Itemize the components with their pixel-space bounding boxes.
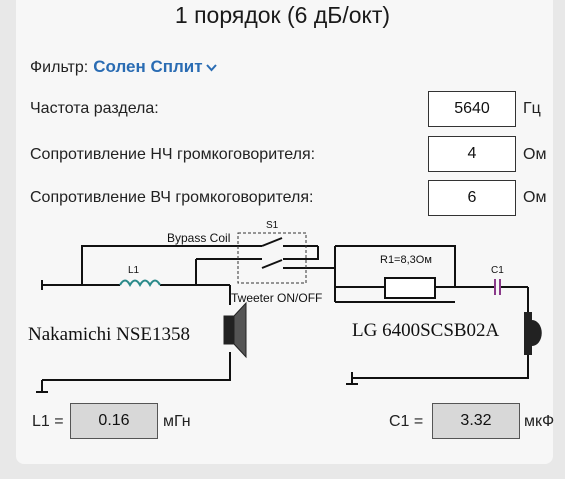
woofer-impedance-unit: Ом xyxy=(523,146,547,163)
crossover-frequency-label: Частота раздела: xyxy=(30,100,159,117)
switch-label: S1 xyxy=(266,220,279,231)
crossover-frequency-unit: Гц xyxy=(523,100,541,117)
woofer-impedance-label: Сопротивление НЧ громкоговорителя: xyxy=(30,146,316,163)
filter-row: Фильтр: Солен Сплит xyxy=(30,57,217,77)
woofer-impedance-input[interactable]: 4 xyxy=(428,136,516,172)
tweeter-impedance-unit: Ом xyxy=(523,189,547,206)
crossover-frequency-input[interactable]: 5640 xyxy=(428,91,516,127)
filter-label: Фильтр: xyxy=(30,59,89,76)
filter-dropdown[interactable]: Солен Сплит xyxy=(93,57,217,77)
c1-result-label: C1 = xyxy=(389,413,424,430)
l1-result-unit: мГн xyxy=(163,413,191,430)
tweeter-switch-label: Tweeter ON/OFF xyxy=(231,291,322,305)
woofer-model-label: Nakamichi NSE1358 xyxy=(28,324,190,345)
woofer-speaker-icon xyxy=(223,301,247,359)
tweeter-speaker-icon xyxy=(524,312,542,355)
main-panel xyxy=(16,0,553,464)
tweeter-model-label: LG 6400SCSB02A xyxy=(352,320,500,341)
chevron-down-icon xyxy=(205,64,217,72)
c1-result-value: 3.32 xyxy=(432,403,520,439)
page-title: 1 порядок (6 дБ/окт) xyxy=(174,2,391,28)
l1-result-value: 0.16 xyxy=(70,403,158,439)
l1-label: L1 xyxy=(128,265,140,276)
tweeter-impedance-input[interactable]: 6 xyxy=(428,180,516,216)
bypass-coil-label: Bypass Coil xyxy=(167,231,230,245)
c1-result-unit: мкФ xyxy=(524,413,555,430)
r1-label: R1=8,3Ом xyxy=(380,254,432,266)
tweeter-impedance-label: Сопротивление ВЧ громкоговорителя: xyxy=(30,189,314,206)
c1-label: C1 xyxy=(491,265,504,276)
l1-result-label: L1 = xyxy=(32,413,64,430)
filter-value: Солен Сплит xyxy=(93,57,203,76)
